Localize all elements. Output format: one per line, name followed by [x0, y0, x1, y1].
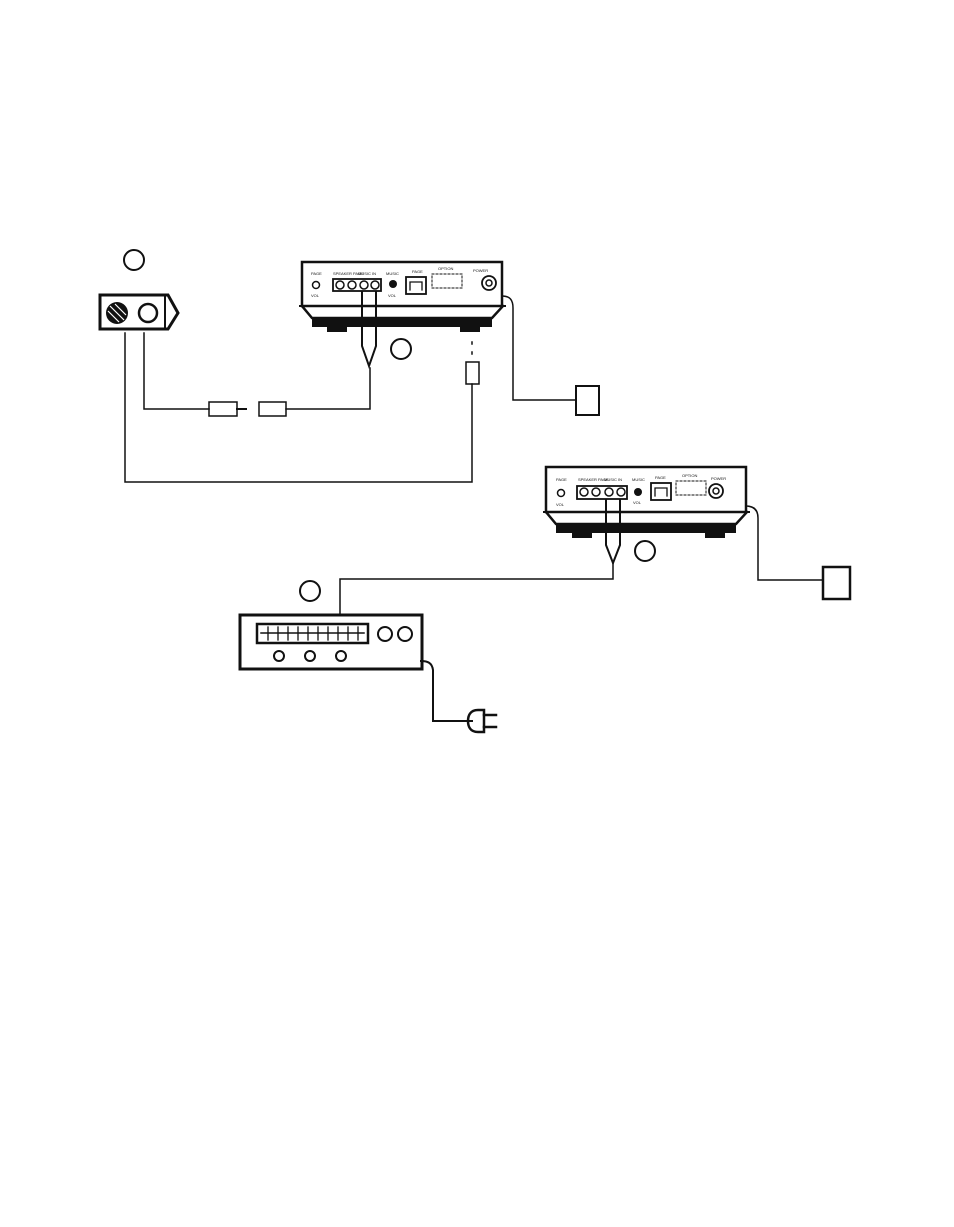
speaker-unit — [98, 293, 180, 331]
amp-a-terminal-icon — [347, 280, 357, 290]
amp-b-terminal-icon — [579, 487, 589, 497]
svg-text:VOL: VOL — [388, 293, 397, 298]
wire-amp-a-power — [501, 295, 577, 401]
receiver-knob-icon — [397, 626, 413, 642]
amp-b-power-jack-icon — [708, 483, 724, 499]
receiver-button-icon — [273, 650, 285, 662]
callout-marker-receiver — [299, 580, 321, 602]
svg-text:POWER: POWER — [711, 476, 726, 481]
amp-b-terminal-icon — [591, 487, 601, 497]
amp-a-music-in-label: MUSIC IN — [358, 271, 376, 276]
receiver-button-icon — [304, 650, 316, 662]
amplifier-a: PAGE VOL SPEAKER PAGE MUSIC IN MUSIC VOL… — [299, 260, 506, 332]
svg-text:MUSIC: MUSIC — [386, 271, 399, 276]
receiver-knob-icon — [377, 626, 393, 642]
svg-text:MUSIC: MUSIC — [632, 477, 645, 482]
amp-a-phone-jack-icon — [405, 276, 427, 295]
amp-a-page-label: PAGE — [311, 271, 322, 276]
amp-a-power-jack-icon — [481, 275, 497, 291]
wire-amp-b-to-receiver — [339, 499, 621, 616]
amp-a-terminal-icon — [359, 280, 369, 290]
callout-marker-source — [123, 249, 145, 271]
amp-a-phone-label: PAGE — [412, 269, 423, 274]
amp-b-option-connector-icon — [675, 480, 707, 496]
amp-b-page-label: PAGE — [556, 477, 567, 482]
inline-connector-icon — [208, 401, 238, 417]
power-plug-icon — [419, 659, 498, 734]
amp-a-option-connector-icon — [431, 273, 463, 289]
callout-marker-amplifier-b — [634, 540, 656, 562]
svg-text:OPTION: OPTION — [682, 473, 697, 478]
amp-b-music-in-label: MUSIC IN — [604, 477, 622, 482]
amp-b-page-led-icon — [556, 488, 566, 498]
receiver-button-icon — [335, 650, 347, 662]
tuning-dial-icon — [255, 622, 370, 645]
svg-text:OPTION: OPTION — [438, 266, 453, 271]
amp-b-volume-knob-icon — [634, 488, 642, 496]
svg-text:VOL: VOL — [556, 502, 565, 507]
amp-b-terminal-icon — [616, 487, 626, 497]
receiver-unit — [238, 613, 424, 671]
inline-connector-icon — [258, 401, 287, 417]
amp-a-terminal-icon — [370, 280, 380, 290]
amp-b-terminal-icon — [604, 487, 614, 497]
amp-a-terminal-icon — [335, 280, 345, 290]
wire-speaker-to-amp-a-base — [124, 332, 480, 483]
svg-text:VOL: VOL — [633, 500, 642, 505]
amp-b-phone-label: PAGE — [655, 475, 666, 480]
terminal-box-a — [575, 385, 600, 416]
speaker-jack-icon — [137, 302, 159, 324]
amp-a-speaker-page-label: SPEAKER PAGE — [333, 271, 364, 276]
amp-a-page-led-icon — [311, 280, 321, 290]
svg-text:POWER: POWER — [473, 268, 488, 273]
wire-amp-b-power — [745, 505, 824, 581]
plug-connector-icon — [465, 361, 480, 385]
callout-marker-amplifier-a — [390, 338, 412, 360]
svg-text:VOL: VOL — [311, 293, 320, 298]
terminal-box-b — [821, 565, 852, 601]
amplifier-b: PAGE VOL SPEAKER PAGE MUSIC IN MUSIC VOL… — [543, 465, 750, 538]
wire-speaker-to-amp-a — [143, 291, 377, 417]
amp-a-volume-knob-icon — [389, 280, 397, 288]
amp-b-phone-jack-icon — [650, 482, 672, 501]
amp-b-speaker-page-label: SPEAKER PAGE — [578, 477, 609, 482]
